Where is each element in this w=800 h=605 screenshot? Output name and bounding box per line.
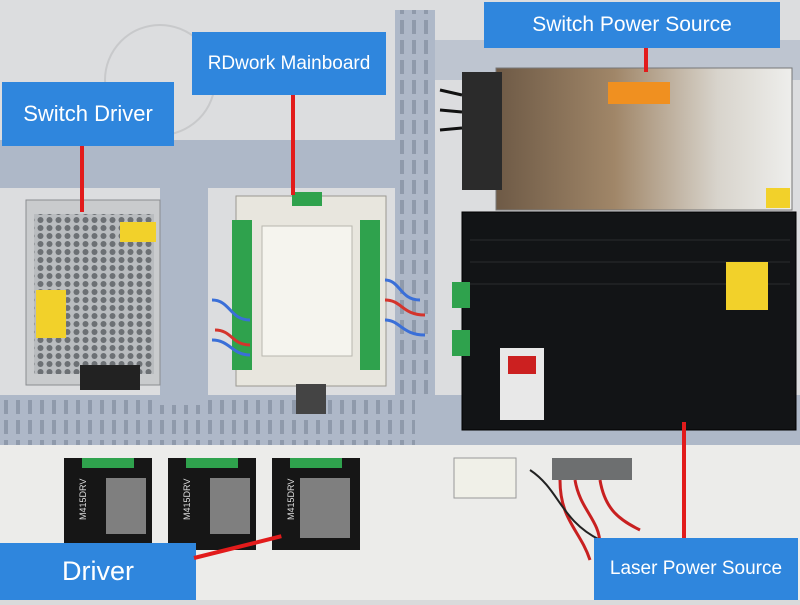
driver-model-marking-1: M415DRV: [78, 479, 88, 520]
driver-model-marking-2: M415DRV: [182, 479, 192, 520]
switch-power-source-label: Switch Power Source: [484, 2, 780, 48]
upper-wire-duct: [0, 140, 400, 188]
lower-wire-duct: [0, 395, 470, 445]
laser-power-source-unit: [452, 211, 797, 431]
vertical-wire-duct-center: [395, 10, 435, 410]
switch-driver-unit: [25, 199, 161, 390]
switch-power-source-pointer: [644, 48, 648, 72]
switch-power-source-unit: [439, 67, 793, 211]
laser-power-source-pointer: [682, 422, 686, 538]
switch-driver-label: Switch Driver: [2, 82, 174, 146]
rdwork-mainboard-label: RDwork Mainboard: [192, 32, 386, 95]
rdwork-mainboard-unit: [211, 192, 426, 414]
stepper-drivers: [64, 458, 360, 550]
vertical-wire-duct-left: [160, 185, 208, 405]
switch-driver-pointer: [80, 146, 84, 212]
driver-label: Driver: [0, 543, 196, 600]
relay-and-terminals: [453, 457, 641, 561]
laser-power-source-label: Laser Power Source: [594, 538, 798, 600]
driver-model-marking-3: M415DRV: [286, 479, 296, 520]
mainboard-pointer: [291, 95, 295, 195]
